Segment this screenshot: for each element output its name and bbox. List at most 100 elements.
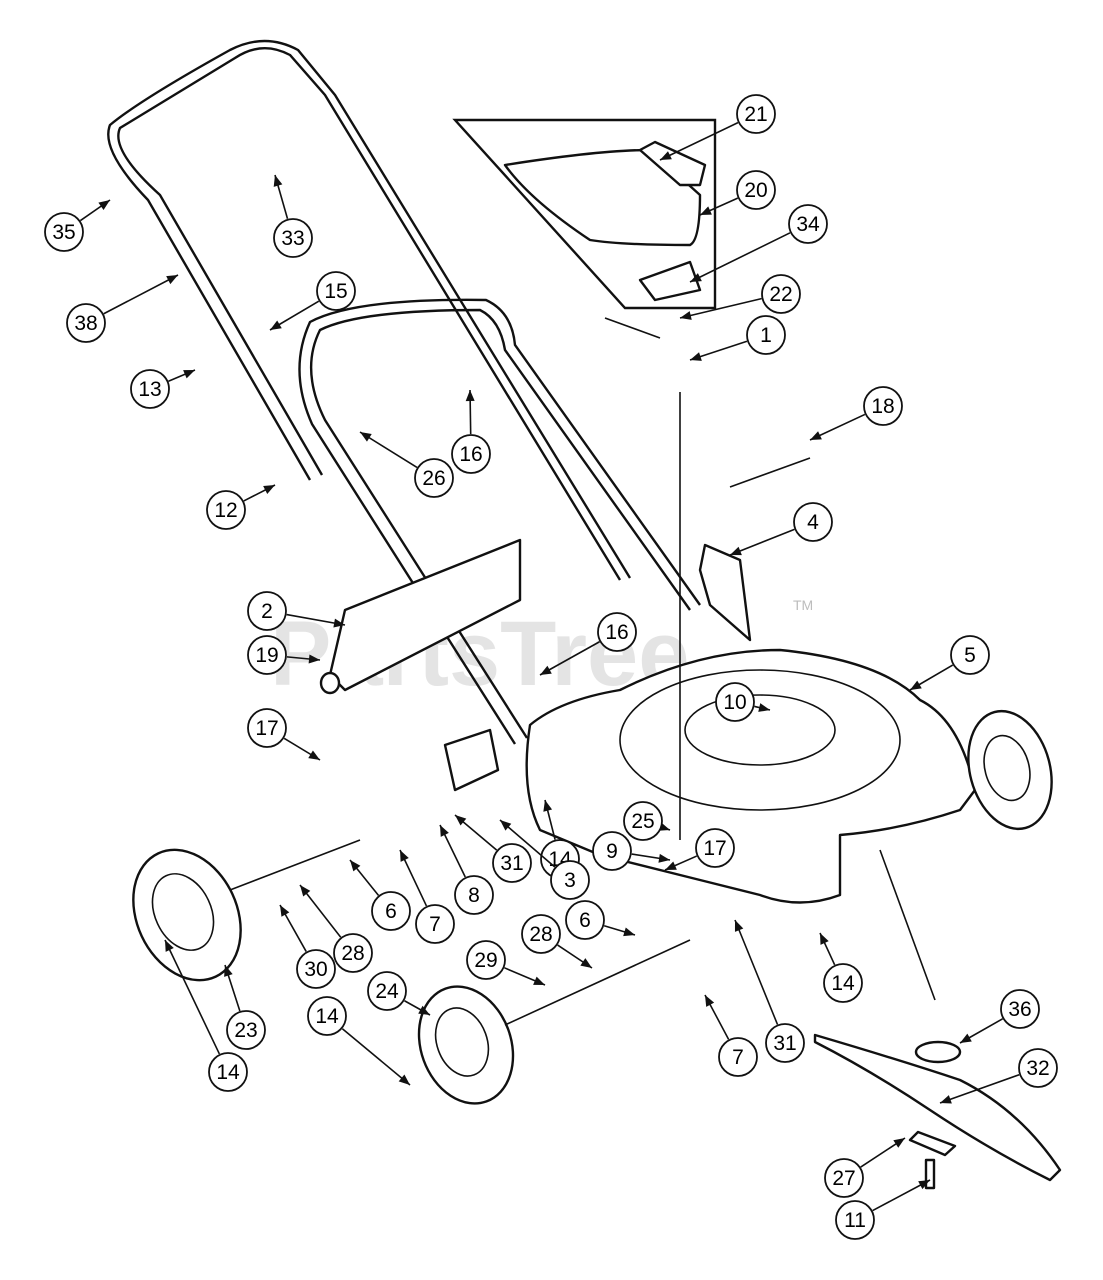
callout-arrowhead [440, 825, 449, 837]
callout-arrowhead [910, 680, 922, 690]
callout-36: 36 [959, 989, 1040, 1044]
callout-arrowhead [308, 750, 320, 760]
callout-label: 11 [844, 1209, 866, 1232]
callout-label: 13 [138, 378, 161, 401]
callout-circle [592, 831, 632, 871]
blade-stiffener [908, 1130, 957, 1157]
callout-31: 31 [734, 919, 805, 1063]
callout-arrowhead [360, 432, 372, 442]
callout-arrowhead [308, 654, 320, 664]
callout-arrowhead [533, 976, 545, 985]
callout-label: 27 [832, 1167, 855, 1190]
callout-circle [788, 204, 828, 244]
callout-circle [863, 386, 903, 426]
callout-label: 25 [631, 810, 654, 833]
callout-circle [247, 635, 287, 675]
callout-arrowhead [690, 273, 702, 282]
callout-4: 4 [729, 502, 833, 556]
callout-leader-line [659, 121, 739, 161]
callout-label: 1 [760, 324, 772, 347]
callout-arrowhead [820, 933, 829, 945]
callout-circle [565, 900, 605, 940]
deck-motor-ring [684, 694, 836, 766]
callout-label: 35 [52, 221, 75, 244]
callout-label: 14 [216, 1061, 240, 1084]
callout-leader-line [499, 819, 556, 868]
callout-label: 6 [579, 909, 591, 932]
callout-12: 12 [206, 484, 276, 530]
callout-arrowhead [580, 958, 592, 968]
callout-leader-line [679, 297, 762, 319]
callout-21: 21 [659, 94, 776, 161]
callout-label: 36 [1008, 998, 1031, 1021]
callout-label: 7 [429, 913, 441, 936]
callout-leader-line [103, 274, 179, 315]
callout-label: 3 [564, 869, 576, 892]
callout-14: 14 [307, 996, 411, 1086]
callout-arrowhead [350, 860, 361, 872]
callout-label: 28 [341, 942, 364, 965]
callout-arrowhead [183, 370, 195, 379]
pivot-rod-34 [604, 317, 661, 339]
callout-label: 20 [744, 179, 767, 202]
callout-arrowhead [705, 995, 715, 1007]
callout-label: 2 [261, 600, 273, 623]
callout-label: 9 [606, 840, 618, 863]
callout-35: 35 [44, 199, 111, 252]
callout-17: 17 [247, 708, 321, 761]
callout-arrowhead [400, 850, 409, 862]
callout-circle [367, 971, 407, 1011]
callout-17: 17 [664, 828, 735, 871]
callout-label: 4 [807, 511, 819, 534]
mulch-door-bracket [638, 260, 702, 302]
callout-circle [521, 914, 561, 954]
callout-23: 23 [224, 964, 266, 1050]
callout-label: 38 [74, 312, 97, 335]
callout-7: 7 [399, 849, 455, 944]
callout-circle [247, 708, 287, 748]
callout-circle [307, 996, 347, 1036]
callout-9: 9 [592, 831, 671, 871]
callout-30: 30 [279, 904, 336, 989]
callout-circle [226, 1010, 266, 1050]
callout-arrowhead [540, 665, 552, 675]
callout-6: 6 [565, 900, 636, 940]
callout-29: 29 [466, 940, 546, 986]
callout-label: 14 [315, 1005, 339, 1028]
callout-arrowhead [758, 703, 770, 712]
callout-15: 15 [269, 271, 356, 331]
callout-circle [824, 1158, 864, 1198]
lower-handle-inner [298, 298, 701, 745]
callout-16: 16 [539, 612, 637, 676]
callout-label: 31 [773, 1032, 796, 1055]
callout-label: 28 [529, 923, 552, 946]
callout-arrowhead [280, 905, 290, 917]
rear-deflector [328, 538, 522, 692]
callout-label: 23 [234, 1019, 257, 1042]
deflector-rod-end [319, 671, 341, 695]
callout-circle [371, 891, 411, 931]
callout-arrowhead [734, 920, 744, 932]
callout-circle [718, 1037, 758, 1077]
wheel-front-right [417, 985, 515, 1105]
callout-label: 16 [605, 621, 628, 644]
callout-label: 31 [500, 852, 523, 875]
callout-label: 15 [324, 280, 347, 303]
callout-arrowhead [918, 1180, 930, 1190]
callout-arrowhead [543, 800, 553, 812]
callout-circle [415, 904, 455, 944]
callout-circle [273, 218, 313, 258]
trademark-text: TM [793, 597, 813, 613]
callout-label: 32 [1026, 1057, 1049, 1080]
callout-label: 21 [744, 103, 767, 126]
callout-arrowhead [263, 485, 275, 495]
callout-arrowhead [273, 175, 283, 187]
wheel-front-left [132, 848, 242, 982]
wheel-rear-right [967, 709, 1053, 831]
callout-leader-line [164, 939, 221, 1055]
callout-label: 6 [385, 900, 397, 923]
lower-handle [310, 308, 691, 739]
callout-label: 12 [214, 499, 237, 522]
callout-arrowhead [500, 820, 512, 831]
